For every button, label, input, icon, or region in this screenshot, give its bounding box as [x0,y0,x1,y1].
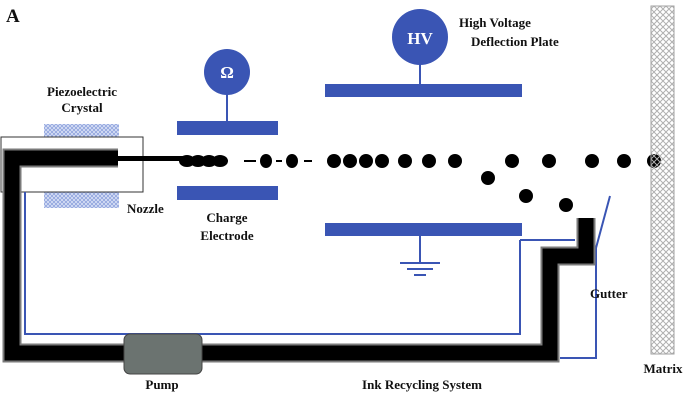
charge-label-line1: Charge [206,210,247,225]
ink-drop [505,154,519,168]
ink-drop [359,154,373,168]
ink-drop [201,155,217,167]
deflection-bottom-plate [325,223,522,236]
ink-drop [398,154,412,168]
nozzle-label: Nozzle [127,201,164,216]
charge-electrode-top-plate [177,121,278,135]
piezo-label-line1: Piezoelectric [47,84,117,99]
blue-return-line [24,192,521,335]
ink-drop [179,155,195,167]
ink-drop-deflected [481,171,495,185]
ink-drop [585,154,599,168]
ink-drop [617,154,631,168]
ink-drop-stream [179,154,661,212]
ink-drop [190,155,206,167]
ink-drop [422,154,436,168]
hv-symbol: HV [407,29,433,48]
pump-label: Pump [145,377,178,392]
recycling-label: Ink Recycling System [362,377,482,392]
ink-recycling-pipe [4,150,594,361]
ink-drop [260,154,272,168]
ink-drop [212,155,228,167]
piezo-crystal-bottom [44,191,119,208]
matrix-label: Matrix [644,361,683,376]
gutter-edge-line [560,195,611,359]
hv-deflection-top-plate [325,84,522,97]
ink-drop [327,154,341,168]
panel-letter: A [6,6,20,27]
ink-drop-deflected [559,198,573,212]
ink-drop [448,154,462,168]
charge-label-line2: Electrode [200,228,253,243]
ink-drop-deflected [519,189,533,203]
nozzle-tube [118,156,188,161]
piezo-label-line2: Crystal [61,100,103,115]
gutter-label: Gutter [590,286,628,301]
ink-drop [542,154,556,168]
charge-electrode-bottom-plate [177,186,278,200]
hv-label-line1: High Voltage [459,15,531,30]
ink-drop [375,154,389,168]
pump-body [123,333,203,375]
ink-drop [286,154,298,168]
ohm-symbol: Ω [220,63,234,82]
matrix-substrate [650,5,675,355]
ink-drop [343,154,357,168]
hv-label-line2: Deflection Plate [471,34,559,49]
ohm-meter-icon [204,49,250,95]
hv-source-icon [392,9,448,65]
